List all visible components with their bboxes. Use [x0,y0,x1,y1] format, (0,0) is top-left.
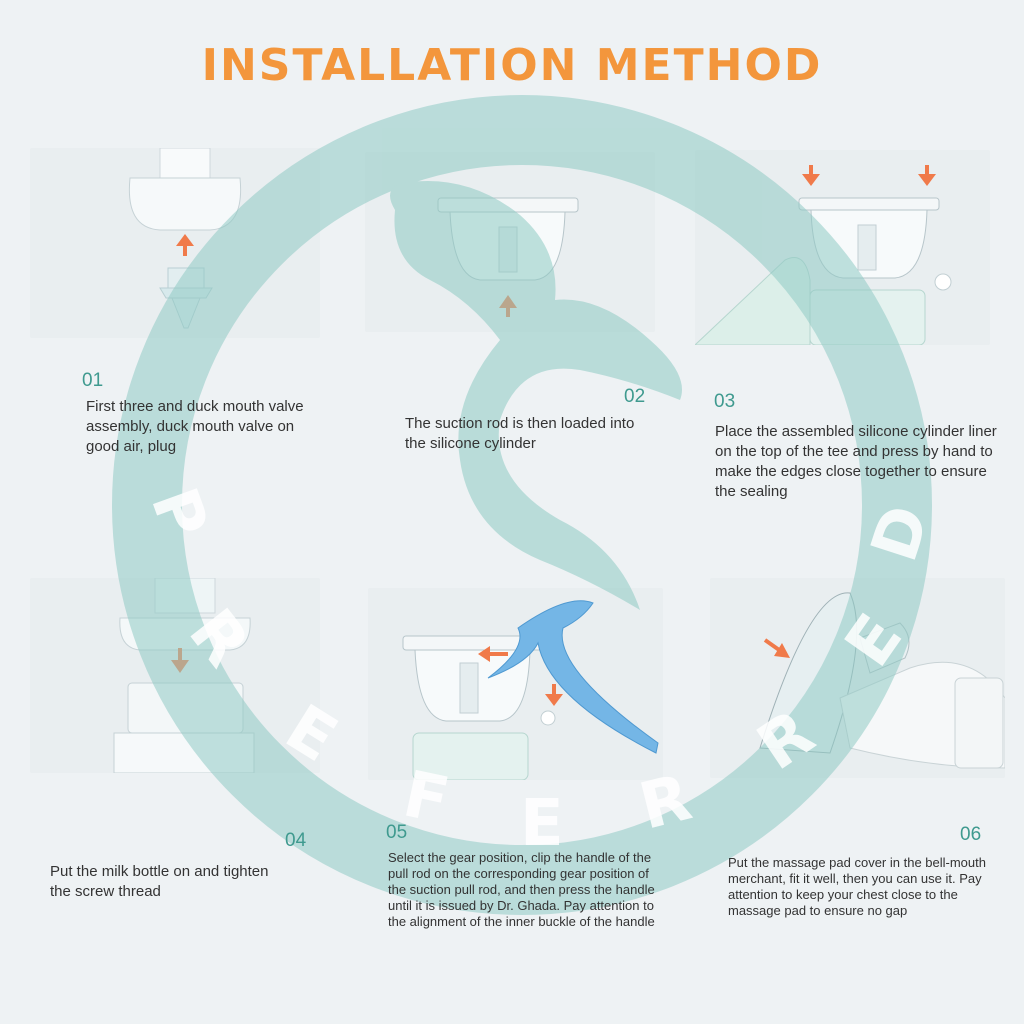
step-1-panel [30,148,320,338]
step-6-number: 06 [960,824,982,845]
step-2-panel [365,152,655,332]
step-5-description: Select the gear position, clip the handl… [388,850,655,929]
step-5-number: 05 [386,822,408,843]
step-3-illustration [695,165,952,345]
step-1-description: First three and duck mouth valve assembl… [86,398,304,455]
step-1-illustration [128,148,242,329]
step-4-illustration [113,578,255,773]
step-6-panel [710,578,1005,778]
step-5-illustration [402,600,659,780]
step-2-number: 02 [624,386,646,407]
step-6-description: Put the massage pad cover in the bell-mo… [728,855,986,918]
step-3-description: Place the assembled silicone cylinder li… [715,423,997,500]
step-4-panel [30,578,320,773]
step-3-panel [695,150,990,345]
step-4-number: 04 [285,830,307,851]
step-2-description: The suction rod is then loaded into the … [405,415,635,452]
page-title: INSTALLATION METHOD [201,40,823,91]
svg-text:P: P [136,479,222,548]
step-1-number: 01 [82,370,104,391]
svg-text:D: D [858,497,945,570]
step-4-description: Put the milk bottle on and tighten the s… [50,863,269,900]
step-2-illustration [437,197,579,317]
step-5-panel [368,588,663,780]
step-3-number: 03 [714,391,736,412]
step-6-illustration [759,592,1005,769]
